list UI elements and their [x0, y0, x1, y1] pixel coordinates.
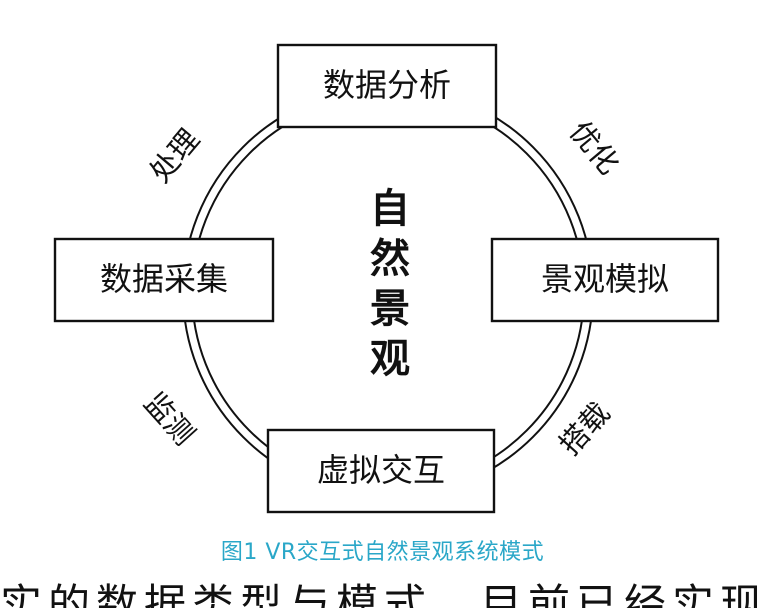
edge-label-processing: 处理	[143, 123, 206, 189]
body-text-fragment: 实的数据类型与模式，目前已经实现了可视	[0, 580, 765, 608]
node-virtual-interaction: 虚拟交互	[266, 428, 496, 514]
center-title-char-2: 然	[370, 235, 410, 282]
edge-label-monitoring: 监测	[137, 386, 201, 452]
node-data-collection: 数据采集	[53, 237, 275, 323]
center-title-char-3: 景	[370, 285, 410, 332]
edge-label-optimization: 优化	[563, 115, 626, 181]
center-title-char-1: 自	[370, 185, 410, 232]
node-landscape-simulation: 景观模拟	[490, 237, 720, 323]
center-title-char-4: 观	[370, 335, 410, 382]
node-data-analysis: 数据分析	[276, 43, 498, 129]
node-virtual-interaction-label: 虚拟交互	[317, 451, 445, 489]
node-landscape-simulation-label: 景观模拟	[541, 260, 669, 298]
figure-caption: 图1 VR交互式自然景观系统模式	[220, 540, 545, 565]
edge-label-mounting: 搭载	[552, 396, 616, 462]
node-data-analysis-label: 数据分析	[323, 66, 451, 104]
node-data-collection-label: 数据采集	[100, 260, 228, 298]
